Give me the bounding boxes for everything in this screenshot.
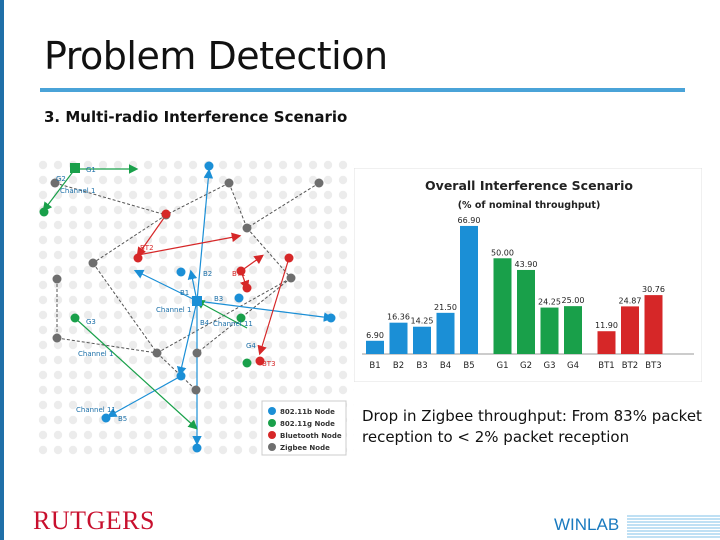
wifi-b-nodes	[101, 161, 336, 453]
bar-b2	[389, 322, 408, 354]
tick-label-g2: G2	[520, 361, 532, 371]
chart-title: Overall Interference Scenario	[425, 178, 633, 193]
value-label-b1: 6.90	[366, 331, 384, 340]
label-b5: B5	[118, 415, 127, 423]
label-bt1: BT1	[232, 270, 246, 278]
label-g2: G2	[56, 175, 66, 183]
value-label-bt1: 11.90	[595, 321, 618, 330]
node-labels: G1 G2 Channel 1 BT2 B2 BT1 B1 B3 Channel…	[56, 166, 276, 423]
wifi-g-links	[42, 164, 248, 430]
bar-b5	[460, 225, 478, 354]
tick-label-bt3: BT3	[645, 361, 661, 371]
bar-bt2	[621, 306, 639, 354]
winlab-logo: WINLAB	[552, 510, 720, 540]
title-underline	[40, 88, 685, 92]
value-label-b4: 21.50	[434, 303, 457, 312]
value-label-g4: 25.00	[562, 296, 585, 305]
value-label-g3: 24.25	[538, 298, 561, 307]
label-channel-11-mid: Channel 11	[213, 320, 253, 328]
bar-b3	[413, 326, 431, 354]
value-label-b3: 14.25	[411, 317, 434, 326]
label-b2: B2	[203, 270, 212, 278]
bar-g1	[493, 258, 512, 354]
tick-label-b2: B2	[393, 361, 404, 371]
left-accent-bar	[0, 0, 4, 540]
legend-zigbee: Zigbee Node	[280, 444, 330, 452]
tick-label-g1: G1	[497, 361, 509, 371]
chart-subtitle: (% of nominal throughput)	[458, 200, 601, 211]
bar-bt1	[597, 331, 616, 354]
winlab-wordmark: WINLAB	[554, 515, 620, 534]
zigbee-links	[54, 182, 320, 391]
tick-label-g4: G4	[567, 361, 579, 371]
label-bt2: BT2	[140, 244, 154, 252]
bar-bt3	[644, 295, 663, 354]
label-b4: B4	[200, 319, 210, 327]
slide-title: Problem Detection	[44, 34, 388, 78]
tick-label-b1: B1	[369, 361, 380, 371]
tick-label-b5: B5	[463, 361, 474, 371]
winlab-stripes	[627, 515, 720, 538]
value-label-b5: 66.90	[458, 216, 481, 225]
bar-b1	[366, 340, 384, 354]
caption-text: Drop in Zigbee throughput: From 83% pack…	[362, 407, 702, 446]
legend-wifi-b: 802.11b Node	[280, 408, 335, 416]
tick-label-b4: B4	[440, 361, 451, 371]
label-g4: G4	[246, 342, 256, 350]
label-bt3: BT3	[262, 360, 276, 368]
legend-wifi-g: 802.11g Node	[280, 420, 335, 428]
rutgers-logo: RUTGERS	[33, 506, 155, 535]
label-channel-1-mid: Channel 1	[156, 306, 191, 314]
label-channel-1-top: Channel 1	[60, 187, 95, 195]
interference-bar-chart: Overall Interference Scenario (% of nomi…	[354, 168, 702, 382]
tick-label-bt1: BT1	[598, 361, 614, 371]
tick-label-b3: B3	[416, 361, 427, 371]
section-heading: 3. Multi-radio Interference Scenario	[44, 108, 348, 126]
value-label-g2: 43.90	[515, 260, 538, 269]
tick-label-bt2: BT2	[622, 361, 638, 371]
bar-g3	[540, 307, 559, 354]
label-channel-1-low: Channel 1	[78, 350, 113, 358]
wifi-g-nodes	[39, 163, 252, 368]
bar-b4	[436, 312, 455, 354]
legend-bluetooth: Bluetooth Node	[280, 432, 342, 440]
label-g1: G1	[86, 166, 96, 174]
interference-network-diagram: G1 G2 Channel 1 BT2 B2 BT1 B1 B3 Channel…	[36, 158, 354, 458]
label-g3: G3	[86, 318, 96, 326]
label-b1: B1	[180, 289, 189, 297]
tick-label-g3: G3	[544, 361, 556, 371]
bar-g4	[564, 306, 582, 354]
bluetooth-nodes	[133, 209, 294, 366]
value-label-b2: 16.36	[387, 313, 410, 322]
value-label-g1: 50.00	[491, 248, 514, 257]
value-label-bt2: 24.87	[619, 296, 642, 305]
diagram-legend: 802.11b Node 802.11g Node Bluetooth Node…	[261, 400, 347, 456]
bar-g2	[517, 269, 535, 354]
label-b3: B3	[214, 295, 223, 303]
value-label-bt3: 30.76	[642, 285, 665, 294]
label-channel-11-low: Channel 11	[76, 406, 116, 414]
